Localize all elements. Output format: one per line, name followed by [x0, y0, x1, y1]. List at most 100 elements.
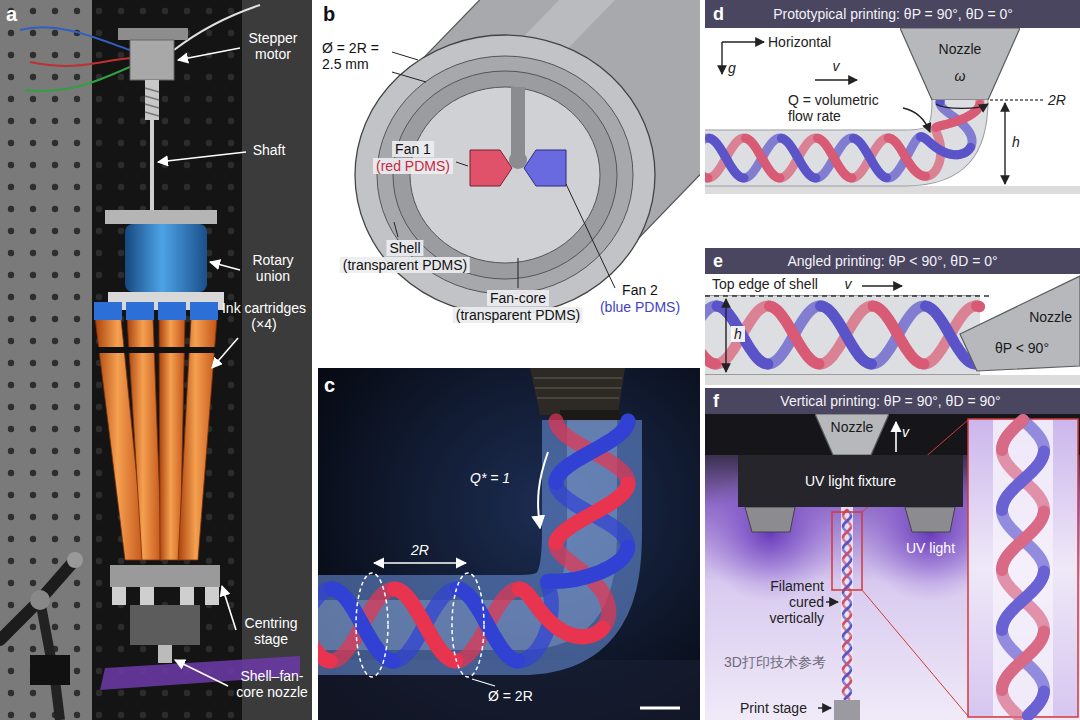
nozzle-cross-section: [410, 87, 600, 263]
apparatus-photo: [0, 0, 312, 720]
helix: [843, 510, 851, 699]
helix-stripe: [705, 306, 980, 364]
helix-stripe: [1002, 420, 1044, 716]
nozzle-tip: [158, 645, 172, 663]
nozzle-outline: [900, 28, 1020, 100]
apparatus-photo: [25, 66, 132, 91]
magic-arm: [0, 560, 75, 640]
arrow: [862, 285, 902, 286]
filament-photo: [534, 378, 622, 398]
panel-letter: c: [324, 374, 335, 397]
apparatus-photo: [174, 5, 260, 50]
arrow: [725, 299, 726, 372]
arrow: [818, 707, 831, 708]
helix-stripe: [705, 306, 980, 364]
vertical-printing: [895, 422, 897, 452]
helix-stripe: [705, 101, 980, 178]
nozzle-outline: [900, 28, 1020, 100]
leader-line: [175, 660, 228, 686]
filament-tube: [993, 420, 1053, 716]
apparatus-photo: [205, 587, 219, 605]
vertical-printing: [705, 414, 1080, 720]
part-label: Fan 1: [392, 141, 434, 157]
nozzle-cross-section: [511, 87, 525, 157]
ink-cartridge: [126, 302, 154, 320]
arrow: [705, 286, 990, 372]
axis-label: g: [728, 60, 736, 76]
uv-light-fixture: UV light fixture: [738, 455, 963, 507]
panel-letter: b: [323, 3, 335, 26]
leader-line: [158, 152, 246, 162]
filament: [841, 507, 853, 700]
centring-stage: [110, 565, 220, 587]
filament-photo: [538, 452, 548, 528]
dimension-label: Ø = 2R: [488, 688, 533, 704]
panel-header: eAngled printing: θP < 90°, θD = 0°: [705, 248, 1080, 274]
helix-stripe: [332, 421, 628, 661]
angled-printing: [705, 375, 1080, 385]
velocity-label: v: [845, 276, 852, 292]
flow-label: Q* = 1: [470, 470, 510, 486]
helix-stripe: [843, 510, 851, 692]
rotary-union: [125, 224, 207, 292]
part-label: Ink cartridges (×4): [218, 300, 310, 332]
filament-tube: [705, 296, 980, 374]
uv-lamp: [905, 507, 955, 532]
part-label: Shell–fan-core nozzle: [232, 668, 312, 700]
apparatus-photo: [20, 27, 130, 50]
part-label: Nozzle: [831, 419, 874, 435]
prototypical-printing: [705, 186, 1080, 194]
shaft: [150, 120, 154, 222]
helix-stripe: [318, 421, 628, 661]
nozzle-shape: Nozzle: [955, 274, 1080, 385]
helix-stripe: [717, 306, 975, 364]
fan-red: [470, 150, 512, 186]
apparatus-photo: [140, 587, 154, 605]
nozzle-cross-section: [393, 71, 617, 279]
panel-letter: d: [705, 4, 732, 25]
part-label: Stepper motor: [240, 30, 306, 62]
scale-bar: [640, 707, 680, 710]
velocity-label: v: [902, 424, 909, 440]
helix-stripe: [1002, 452, 1044, 716]
ink-cartridge: [94, 302, 122, 320]
ink-cartridge: [178, 318, 217, 560]
arrow: [826, 601, 838, 602]
panel-letter: e: [705, 251, 731, 272]
header-text: Angled printing: θP < 90°, θD = 0°: [731, 253, 1080, 269]
filament-photo: [318, 368, 700, 720]
nozzle: [530, 368, 625, 415]
part-label: Centring stage: [234, 615, 308, 647]
motor-mount: [118, 28, 188, 40]
ink-cartridge: [190, 302, 218, 320]
leader-line: [210, 262, 240, 270]
leader-line: [158, 48, 246, 686]
apparatus-photo: [30, 58, 132, 66]
arrow: [936, 104, 988, 108]
leader-line: [178, 48, 240, 60]
part-label: Filament cured vertically: [752, 578, 824, 626]
apparatus-photo: [0, 0, 312, 720]
flow-label: Q = volumetric flow rate: [788, 92, 900, 124]
nozzle-outline: [955, 274, 1080, 385]
arrow: [815, 79, 857, 80]
leader-line: [392, 52, 418, 60]
part-label: Fan-core: [487, 290, 549, 306]
part-label: UV light: [906, 540, 955, 556]
ink-cartridge: [158, 302, 186, 320]
bracket: [105, 210, 217, 224]
arrow: [705, 295, 990, 296]
rotation-label: ω: [955, 68, 966, 84]
part-label: (transparent PDMS): [453, 307, 583, 323]
leader-line: [518, 258, 519, 288]
nozzle-cross-section: [509, 151, 527, 169]
helix-stripe: [1002, 420, 1044, 716]
filament-photo: [374, 562, 466, 564]
arrow: [721, 42, 722, 74]
fan-blue: [524, 150, 566, 186]
zoom-box: [832, 512, 862, 590]
nozzle-outline: [815, 414, 889, 455]
apparatus-photo: [30, 590, 50, 610]
leader-line: [394, 222, 398, 237]
